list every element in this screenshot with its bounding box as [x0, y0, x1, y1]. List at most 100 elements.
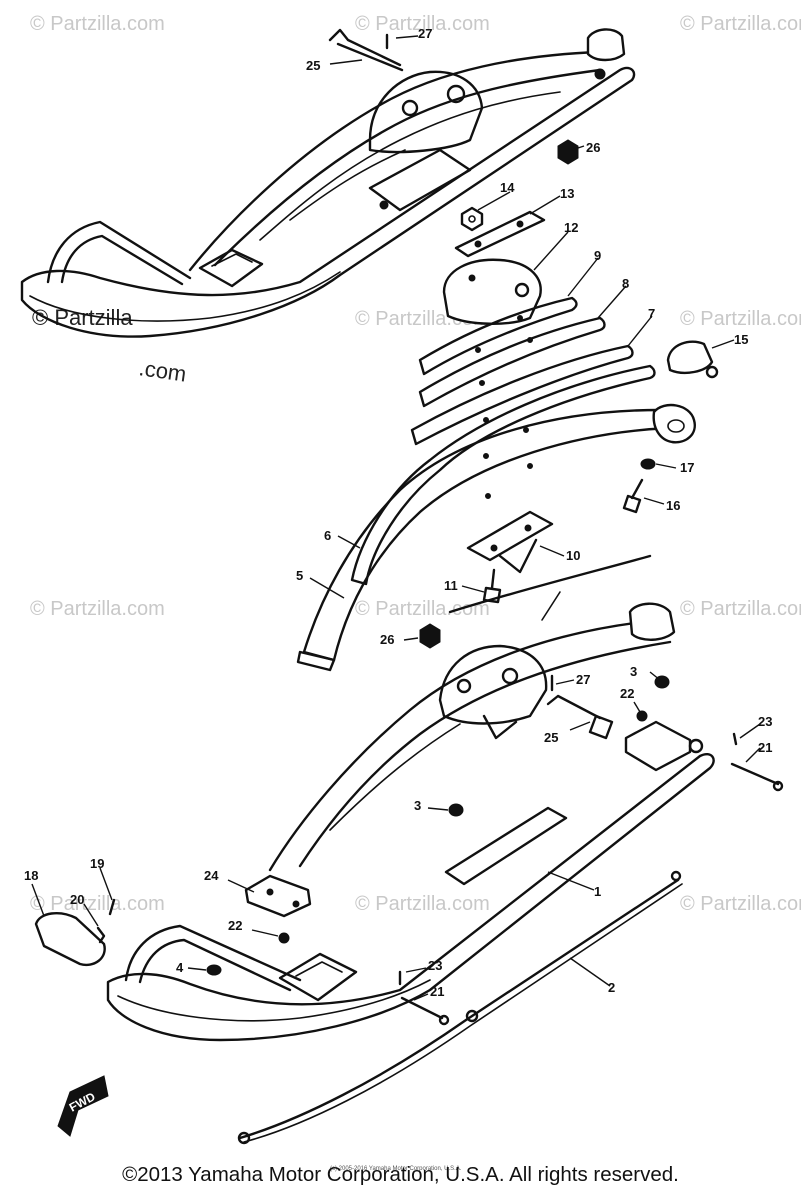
leader-lines — [31, 35, 761, 1001]
callout-8: 8 — [622, 276, 629, 291]
watermark: © Partzilla.com — [680, 893, 801, 915]
callout-numbers: 25 27 26 14 13 12 9 8 7 15 17 16 6 5 10 … — [24, 26, 772, 999]
wear-rod-2-inner — [243, 883, 683, 1143]
callout-6: 6 — [324, 528, 331, 543]
callout-16: 16 — [666, 498, 680, 513]
top-ski-tip-loop-inner — [60, 234, 184, 286]
top-ski-clamp — [198, 248, 264, 288]
bottom-ski-spring-3 — [329, 723, 461, 831]
watermark-main: .com — [137, 355, 188, 386]
bottom-ski-end-cap — [628, 602, 676, 641]
callout-18: 18 — [24, 868, 38, 883]
top-ski-runner — [20, 66, 636, 338]
leaf-spring-9 — [418, 296, 578, 376]
leaf-center-holes — [475, 315, 533, 499]
callout-25: 25 — [306, 58, 320, 73]
cover-18 — [34, 912, 106, 967]
bottom-ski-runner-edge — [117, 979, 431, 1022]
bottom-ski-tip-loop-inner — [138, 938, 292, 992]
bracket-24-hole — [266, 888, 274, 896]
nut-22-top — [636, 710, 648, 722]
watermark: © Partzilla.com — [680, 13, 801, 35]
wear-rod-2 — [238, 878, 680, 1140]
callout-10: 10 — [566, 548, 580, 563]
top-ski-cap-nut — [594, 68, 606, 80]
fwd-arrow-shape — [57, 1075, 109, 1137]
bolt-21-lower — [400, 996, 444, 1020]
wear-plate-10-hole — [524, 524, 532, 532]
top-ski-pad-nut — [379, 200, 389, 210]
callout-22: 22 — [228, 918, 242, 933]
wear-rod-2-tail — [237, 1131, 251, 1145]
callout-23: 23 — [428, 958, 442, 973]
top-ski-edge — [29, 271, 341, 322]
top-nut-26 — [557, 139, 579, 165]
plate-rod — [448, 554, 652, 614]
bottom-ski-spring-2 — [298, 640, 672, 868]
watermark-main: © Partzilla — [32, 305, 133, 330]
callout-12: 12 — [564, 220, 578, 235]
end-cap-15 — [666, 340, 714, 374]
bolt-25-lower — [546, 694, 602, 720]
callout-7: 7 — [648, 306, 655, 321]
top-ski-leaf-spring-4 — [289, 149, 406, 221]
leaf-spring-8 — [418, 316, 606, 408]
callout-11: 11 — [444, 578, 458, 593]
bracket-12 — [442, 258, 542, 325]
callout-5: 5 — [296, 568, 303, 583]
leaf-spring-5-tip — [296, 650, 336, 672]
bottom-ski-front-bracket-hole — [688, 738, 704, 754]
bracket-12-dot — [468, 274, 476, 282]
callout-25: 25 — [544, 730, 558, 745]
callout-27: 27 — [576, 672, 590, 687]
callout-26: 26 — [380, 632, 394, 647]
callout-23: 23 — [758, 714, 772, 729]
callout-26: 26 — [586, 140, 600, 155]
copyright-footer: ©2013 Yamaha Motor Corporation, U.S.A. A… — [122, 1163, 679, 1186]
watermark: © Partzilla.com — [680, 598, 801, 620]
top-ski-leaf-spring-2 — [213, 68, 602, 267]
watermark: © Partzilla.com — [30, 13, 165, 35]
plate-13 — [454, 210, 546, 258]
bracket-24-hole — [292, 900, 300, 908]
callout-13: 13 — [560, 186, 574, 201]
leaf-spring-6 — [350, 364, 656, 586]
leaf-spring-7 — [410, 344, 634, 446]
callout-9: 9 — [594, 248, 601, 263]
callout-24: 24 — [204, 868, 219, 883]
callout-15: 15 — [734, 332, 748, 347]
wear-plate-10 — [466, 510, 554, 562]
callout-21: 21 — [430, 984, 444, 999]
nut-26-lower — [419, 623, 441, 649]
callout-14: 14 — [500, 180, 515, 195]
callout-3: 3 — [630, 664, 637, 679]
bottom-ski-bracket-base — [482, 714, 518, 740]
top-ski-clamp-detail — [211, 253, 253, 267]
callout-22: 22 — [620, 686, 634, 701]
watermark: © Partzilla.com — [355, 893, 490, 915]
screw-19 — [108, 898, 116, 916]
plate-13-hole — [474, 240, 482, 248]
fwd-arrow: FWD — [57, 1075, 109, 1137]
bolt-21-right-head — [772, 780, 784, 792]
callout-3: 3 — [414, 798, 421, 813]
plate-rod-bracket — [541, 591, 561, 621]
callout-1: 1 — [594, 884, 601, 899]
end-cap-15-hole — [705, 365, 719, 379]
nut-14-hole — [468, 215, 476, 223]
callout-4: 4 — [176, 960, 184, 975]
bottom-ski-clamp — [278, 952, 358, 1002]
callout-20: 20 — [70, 892, 84, 907]
callout-2: 2 — [608, 980, 615, 995]
wear-plate-10-keel — [498, 538, 538, 574]
wear-rod-2-end — [670, 870, 682, 882]
bottom-ski-spindle-bracket — [438, 644, 548, 725]
callout-19: 19 — [90, 856, 104, 871]
bottom-ski-bracket-bolt — [456, 678, 472, 694]
bolt-11 — [482, 586, 502, 604]
plate-13-hole — [516, 220, 524, 228]
nut-17 — [640, 458, 656, 470]
callout-27: 27 — [418, 26, 432, 41]
bolt-21-lower-head — [438, 1014, 450, 1026]
top-ski-bracket-bolt-head — [401, 99, 419, 117]
